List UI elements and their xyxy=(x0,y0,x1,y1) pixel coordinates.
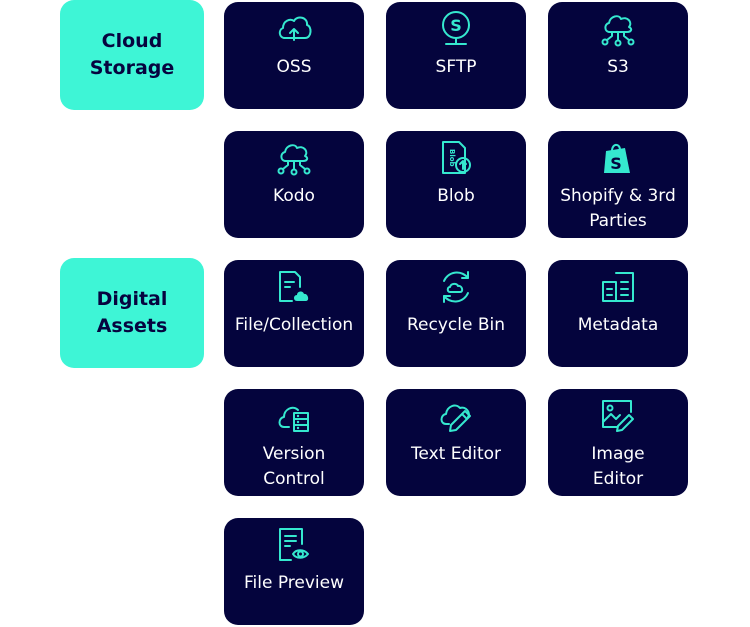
tile-label: File Preview xyxy=(243,573,345,593)
tile-label: Kodo xyxy=(273,186,315,206)
tile-label: Text Editor xyxy=(410,444,502,464)
tile-label: Version Control xyxy=(262,444,326,489)
svg-text:S: S xyxy=(610,154,622,173)
metadata-icon xyxy=(599,268,637,306)
tile-label: Image Editor xyxy=(591,444,645,489)
tile-text-editor[interactable]: Text Editor xyxy=(386,389,526,496)
tile-file-preview[interactable]: File Preview xyxy=(224,518,364,625)
tile-label: SFTP xyxy=(435,57,477,77)
tile-recycle-bin[interactable]: Recycle Bin xyxy=(386,260,526,367)
tile-version-control[interactable]: Version Control xyxy=(224,389,364,496)
shopify-bag-icon: S xyxy=(599,139,637,177)
category-cloud-storage: Cloud Storage xyxy=(60,0,204,110)
cloud-recycle-icon xyxy=(437,268,475,306)
tile-kodo[interactable]: Kodo xyxy=(224,131,364,238)
tile-label: S3 xyxy=(607,57,629,77)
tile-sftp[interactable]: S SFTP xyxy=(386,2,526,109)
cloud-network-icon xyxy=(275,139,313,177)
folder-cloud-icon xyxy=(275,268,313,306)
svg-text:Blob: Blob xyxy=(448,149,456,167)
cloud-upload-icon xyxy=(275,10,313,48)
image-edit-icon xyxy=(599,397,637,435)
tile-blob[interactable]: Blob Blob xyxy=(386,131,526,238)
tile-label: OSS xyxy=(276,57,312,77)
tile-oss[interactable]: OSS xyxy=(224,2,364,109)
svg-text:S: S xyxy=(450,16,462,35)
sftp-globe-icon: S xyxy=(437,10,475,48)
cloud-network-icon xyxy=(599,10,637,48)
tile-label: Shopify & 3rd Parties xyxy=(560,186,676,231)
tile-metadata[interactable]: Metadata xyxy=(548,260,688,367)
tile-label: Blob xyxy=(437,186,475,206)
tile-label: File/Collection xyxy=(234,315,354,335)
tile-shopify[interactable]: S Shopify & 3rd Parties xyxy=(548,131,688,238)
tile-label: Metadata xyxy=(577,315,659,335)
category-digital-assets: Digital Assets xyxy=(60,258,204,368)
tile-image-editor[interactable]: Image Editor xyxy=(548,389,688,496)
tile-label: Recycle Bin xyxy=(406,315,505,335)
blob-file-icon: Blob xyxy=(437,139,475,177)
file-preview-icon xyxy=(275,526,313,564)
cloud-pen-icon xyxy=(437,397,475,435)
cloud-database-icon xyxy=(275,397,313,435)
tile-file-collection[interactable]: File/Collection xyxy=(224,260,364,367)
tile-s3[interactable]: S3 xyxy=(548,2,688,109)
